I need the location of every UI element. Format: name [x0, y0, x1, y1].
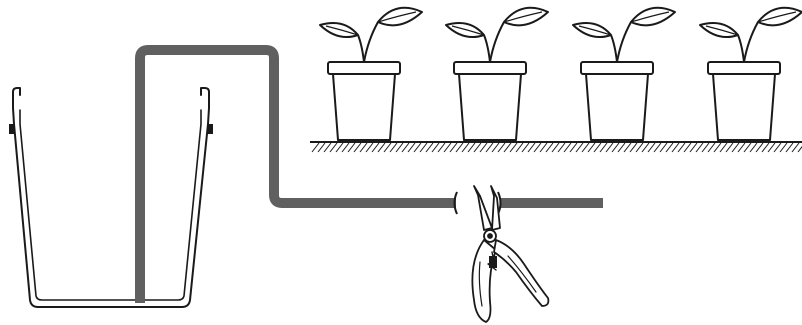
shelf-hatch-line [629, 142, 638, 153]
shelf-hatch-line [677, 142, 686, 153]
shelf-hatch-line [773, 142, 782, 153]
shelf-hatch-line [461, 142, 470, 153]
shelf-hatch-line [701, 142, 710, 153]
shelf-hatch-line [695, 142, 704, 153]
plant-pot-icon [319, 6, 423, 141]
shelf-hatch-line [791, 142, 800, 153]
shelf-hatch-line [329, 142, 338, 153]
shelf-hatch-line [395, 142, 404, 153]
shelf-hatch-line [599, 142, 608, 153]
tube-cut-mark-left [453, 191, 458, 215]
shelf-hatch-line [707, 142, 716, 153]
shelf-hatch-line [683, 142, 692, 153]
plant-pot-icon [699, 6, 802, 141]
shelf-hatch-line [743, 142, 752, 153]
shelf-hatch-line [497, 142, 506, 153]
shelf-hatch-line [755, 142, 764, 153]
shelf-hatch-line [725, 142, 734, 153]
shelf-hatch-line [557, 142, 566, 153]
shelf-hatch-line [539, 142, 548, 153]
shelf-hatch-line [353, 142, 362, 153]
shelf-hatch-line [563, 142, 572, 153]
shelf-hatch-line [473, 142, 482, 153]
shelf-hatch-line [689, 142, 698, 153]
shelf-hatch-line [737, 142, 746, 153]
shelf-hatch-line [605, 142, 614, 153]
shelf-hatch-line [593, 142, 602, 153]
shelf-hatch-line [371, 142, 380, 153]
shelf-hatch-line [719, 142, 728, 153]
shelf-icon [310, 141, 802, 153]
shelf-hatch-line [785, 142, 794, 153]
plant-pots [319, 6, 802, 141]
shelf-hatch-line [377, 142, 386, 153]
shelf-hatch-line [647, 142, 656, 153]
shelf-hatch-line [383, 142, 392, 153]
shelf-hatch-line [521, 142, 530, 153]
shelf-hatch-line [665, 142, 674, 153]
shelf-hatch-line [365, 142, 374, 153]
shelf-hatch-line [533, 142, 542, 153]
shelf-hatch-line [551, 142, 560, 153]
shelf-hatch-line [731, 142, 740, 153]
plant-pot-icon [445, 6, 549, 141]
shelf-hatch-line [389, 142, 398, 153]
shelf-hatch-line [413, 142, 422, 153]
shelf-hatch-line [587, 142, 596, 153]
tube-icon [135, 45, 603, 303]
shelf-hatch-line [713, 142, 722, 153]
shelf-hatch-line [749, 142, 758, 153]
shelf-hatch-line [575, 142, 584, 153]
shelf-hatch-line [767, 142, 776, 153]
shelf-hatch-line [611, 142, 620, 153]
pruning-shears-icon [471, 185, 550, 323]
shelf-hatch-line [335, 142, 344, 153]
shelf-hatch-line [641, 142, 650, 153]
shelf-hatch-line [323, 142, 332, 153]
shelf-hatch-line [797, 146, 802, 153]
plant-pot-icon [572, 6, 676, 141]
shelf-hatch-line [779, 142, 788, 153]
shelf-hatch-line [527, 142, 536, 153]
shelf-hatch-line [659, 142, 668, 153]
shelf-hatch-line [347, 142, 356, 153]
shelf-hatch-line [311, 142, 320, 153]
bucket-icon [9, 87, 213, 308]
shelf-hatch-line [479, 142, 488, 153]
shelf-hatch-line [635, 142, 644, 153]
shelf-hatch-line [431, 142, 440, 153]
shelf-hatch-line [581, 142, 590, 153]
shelf-hatch-line [419, 142, 428, 153]
shelf-hatch-line [485, 142, 494, 153]
shelf-hatch-line [401, 142, 410, 153]
shelf-hatch-line [341, 142, 350, 153]
shelf-hatch-line [569, 142, 578, 153]
shelf-hatch-line [407, 142, 416, 153]
shelf-hatch-line [449, 142, 458, 153]
shelf-hatch-line [761, 142, 770, 153]
shelf-hatch-line [467, 142, 476, 153]
shelf-hatch-line [425, 142, 434, 153]
shelf-hatch-line [545, 142, 554, 153]
shelf-hatch-line [515, 142, 524, 153]
shelf-hatch-line [503, 142, 512, 153]
shelf-hatch-line [437, 142, 446, 153]
shelf-hatch-line [653, 142, 662, 153]
shelf-hatch-line [509, 142, 518, 153]
shelf-hatch-line [359, 142, 368, 153]
shelf-hatch-line [623, 142, 632, 153]
shelf-hatch-line [443, 142, 452, 153]
shelf-hatch-line [455, 142, 464, 153]
shelf-hatch-line [617, 142, 626, 153]
shelf-hatch-line [671, 142, 680, 153]
shelf-hatch-line [491, 142, 500, 153]
shelf-hatch-line [317, 142, 326, 153]
